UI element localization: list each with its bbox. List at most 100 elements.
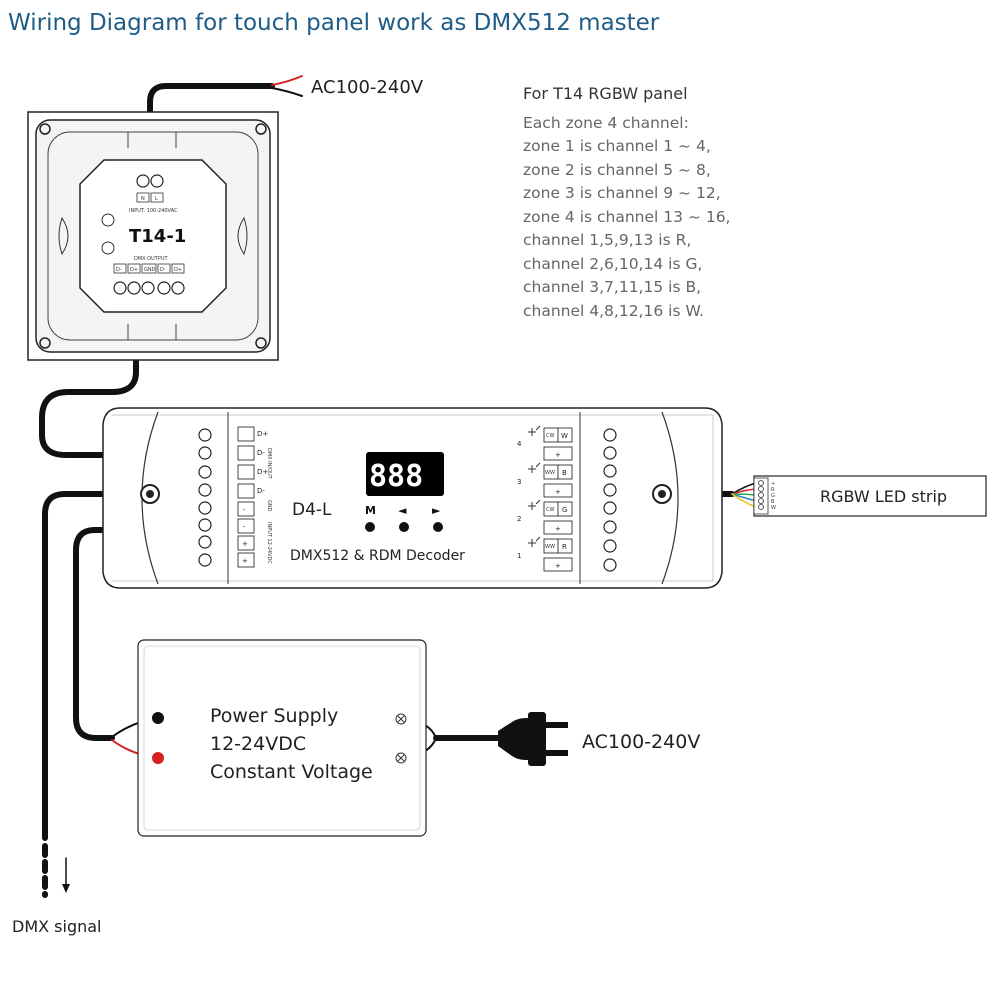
channel-plus: + <box>555 562 561 570</box>
notes-line: zone 1 is channel 1 ~ 4, <box>523 137 711 155</box>
psu-ac-terminal-cross <box>397 754 405 762</box>
terminal-screw-icon <box>198 518 212 532</box>
notes-line: channel 4,8,12,16 is W. <box>523 302 704 320</box>
screw-icon <box>39 337 51 349</box>
led-symbol-icon <box>528 536 541 547</box>
decoder-inner-edge <box>112 414 714 582</box>
terminal-screw-icon <box>603 464 617 478</box>
screw-icon <box>39 123 51 135</box>
terminal-screw-icon <box>127 281 141 295</box>
terminal-label-box <box>136 192 150 203</box>
left-terminal: D- <box>257 449 265 457</box>
gnd-label: GND <box>266 500 272 512</box>
psu-line-2: 12-24VDC <box>210 733 306 755</box>
right-terminal-screws <box>603 428 617 572</box>
strip-pad-icon <box>758 498 764 504</box>
plug-icon <box>498 712 568 766</box>
diagram-title: Wiring Diagram for touch panel work as D… <box>8 10 660 36</box>
strip-pad-icon <box>758 504 764 510</box>
ac-top-label: AC100-240V <box>311 77 424 98</box>
channel-plus: + <box>555 488 561 496</box>
psu-ac-terminal-cross <box>397 715 405 723</box>
dmx-out-cable <box>42 491 161 841</box>
decoder-subtitle: DMX512 & RDM Decoder <box>290 548 465 564</box>
cable-gland-icon <box>658 490 666 498</box>
notes-block: For T14 RGBW panel Each zone 4 channel: … <box>523 84 730 320</box>
terminal-screw-icon <box>603 428 617 442</box>
channel-tag: CW <box>546 507 554 513</box>
output-terminal: D+ <box>130 267 138 273</box>
button-right <box>433 522 443 532</box>
plug-prong <box>546 722 568 728</box>
psu-v-minus-terminal <box>152 712 164 724</box>
left-terminal: + <box>242 557 248 565</box>
left-terminal: D- <box>257 487 265 495</box>
left-terminal: - <box>243 523 246 531</box>
panel-output-label: DMX OUTPUT <box>134 256 169 262</box>
channel-tag: CW <box>546 433 554 439</box>
module-button <box>101 241 115 255</box>
left-terminal: + <box>242 540 248 548</box>
channel-tag: W <box>561 432 568 440</box>
button-m-label: M <box>365 504 376 517</box>
terminal-screw-icon <box>198 535 212 549</box>
terminal-screw-icon <box>198 465 212 479</box>
button-right-label: ► <box>432 504 441 517</box>
strip-pin: R <box>771 487 775 493</box>
left-terminal: D+ <box>257 430 268 438</box>
channel-tag: B <box>562 469 567 477</box>
strip-pad-icon <box>758 492 764 498</box>
led-symbol-icon <box>528 462 541 473</box>
button-m <box>365 522 375 532</box>
output-terminal: GND <box>144 267 156 273</box>
dmx-in-out-label: DMX IN/OUT <box>266 448 272 480</box>
psu-line-1: Power Supply <box>210 705 338 727</box>
psu-line-3: Constant Voltage <box>210 761 373 783</box>
notes-line: channel 2,6,10,14 is G, <box>523 255 702 273</box>
ac-bottom-label: AC100-240V <box>582 731 700 753</box>
terminal-screw-icon <box>198 446 212 460</box>
channel-plus: + <box>555 525 561 533</box>
plug-prong <box>546 750 568 756</box>
screw-icon <box>255 123 267 135</box>
output-terminal: D+ <box>174 267 182 273</box>
led-strip-body <box>753 475 987 517</box>
panel-dmx-cable <box>39 319 161 458</box>
channel-plus: + <box>555 451 561 459</box>
channel-tag: R <box>562 543 567 551</box>
terminal-screw-icon <box>603 483 617 497</box>
led-display <box>366 452 444 496</box>
input-power-label: INPUT 12-24VDC <box>266 522 272 564</box>
terminal-screw-icon <box>150 174 164 188</box>
decoder-model: D4-L <box>292 500 332 520</box>
notes-line: zone 2 is channel 5 ~ 8, <box>523 161 711 179</box>
panel-model: T14-1 <box>129 226 186 247</box>
power-supply: Power Supply 12-24VDC Constant Voltage <box>137 639 427 837</box>
channel-number: 1 <box>517 552 521 560</box>
decoder-right-cap <box>661 411 679 585</box>
panel-module <box>79 159 227 313</box>
left-terminal-screws <box>198 428 212 567</box>
terminal-screw-icon <box>198 553 212 567</box>
screw-icon <box>255 337 267 349</box>
terminal-screw-icon <box>113 281 127 295</box>
panel-ring <box>47 131 259 341</box>
cable-gland-icon <box>146 490 154 498</box>
display-digits: 888 <box>369 459 423 494</box>
psu-body <box>137 639 427 837</box>
button-left-label: ◄ <box>398 504 407 517</box>
psu-v-plus-terminal <box>152 752 164 764</box>
led-strip-label: RGBW LED strip <box>820 487 947 506</box>
channel-tag: WW <box>545 544 555 550</box>
notes-line: zone 3 is channel 9 ~ 12, <box>523 184 721 202</box>
notes-line: channel 3,7,11,15 is B, <box>523 278 701 296</box>
ac-top-red-wire <box>271 75 303 86</box>
dmx-signal-arrow-head <box>62 884 70 893</box>
output-terminal: D- <box>160 267 166 273</box>
panel-input-label: INPUT: 100-240VAC <box>129 208 178 214</box>
terminal-screw-icon <box>157 281 171 295</box>
strip-pin: G <box>771 493 775 499</box>
notes-line: channel 1,5,9,13 is R, <box>523 231 691 249</box>
terminal-screw-icon <box>603 520 617 534</box>
